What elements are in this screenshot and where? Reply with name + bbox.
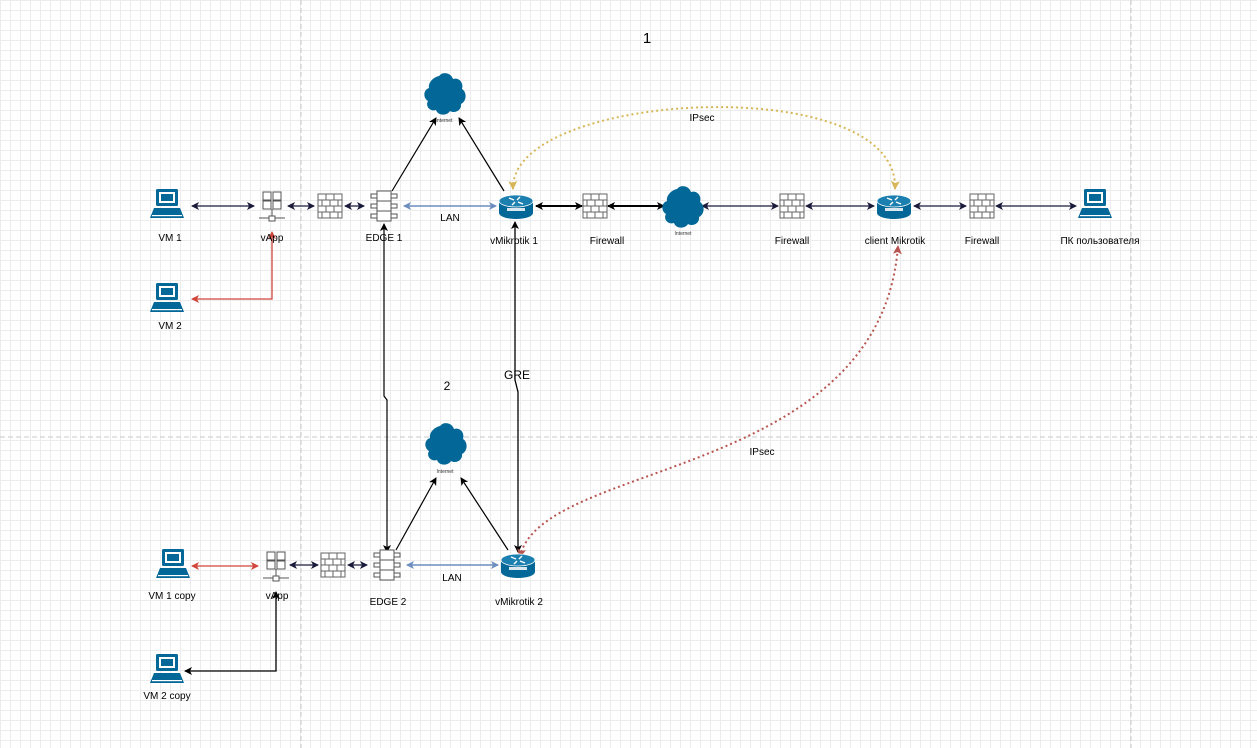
firewall-edge2-icon[interactable]: [320, 552, 346, 578]
links-section-2: [184, 477, 509, 675]
gre-label: GRE: [503, 368, 531, 382]
firewall-a-icon[interactable]: [582, 193, 608, 219]
internet-mid-label: Internet: [674, 231, 692, 237]
firewall-c-label: Firewall: [964, 236, 1000, 247]
internet-mid-cloud-icon[interactable]: [662, 186, 704, 228]
vm2-copy-label: VM 2 copy: [143, 691, 191, 702]
user-pc-icon[interactable]: [1078, 189, 1112, 218]
client-mikrotik-router-icon[interactable]: [876, 194, 912, 220]
firewall-edge1-icon[interactable]: [317, 193, 343, 219]
lan1-label: LAN: [440, 213, 460, 224]
internet-bottom-label: Internet: [436, 469, 454, 475]
vapp1-label: vApp: [260, 233, 284, 244]
vmikrotik2-label: vMikrotik 2: [495, 597, 543, 608]
user-pc-label: ПК пользователя: [1060, 236, 1140, 247]
edge2-gateway-icon[interactable]: [373, 549, 401, 581]
vapp2-switch-icon[interactable]: [262, 551, 290, 582]
vm1-copy-pc-icon[interactable]: [156, 549, 190, 578]
lan2-label: LAN: [442, 573, 462, 584]
vmikrotik2-router-icon[interactable]: [500, 553, 536, 579]
firewall-c-icon[interactable]: [969, 193, 995, 219]
client-mikrotik-label: client Mikrotik: [864, 236, 926, 247]
internet-top-label: Internet: [435, 118, 453, 124]
edge1-gateway-icon[interactable]: [370, 190, 398, 222]
ipsec-bottom-label: IPsec: [749, 447, 775, 458]
vmikrotik1-label: vMikrotik 1: [490, 236, 538, 247]
firewall-b-icon[interactable]: [779, 193, 805, 219]
ipsec-top-label: IPsec: [689, 113, 715, 124]
edge2-label: EDGE 2: [369, 597, 407, 608]
edge1-label: EDGE 1: [365, 233, 403, 244]
internet-top-cloud-icon[interactable]: [424, 73, 466, 115]
firewall-a-label: Firewall: [589, 236, 625, 247]
section-2-label: 2: [443, 379, 451, 393]
firewall-b-label: Firewall: [774, 236, 810, 247]
vm1-pc-icon[interactable]: [150, 189, 184, 218]
vapp1-switch-icon[interactable]: [258, 191, 286, 222]
vm2-copy-pc-icon[interactable]: [150, 654, 184, 683]
vm1-copy-label: VM 1 copy: [148, 591, 196, 602]
vm2-label: VM 2: [158, 321, 182, 332]
internet-bottom-cloud-icon[interactable]: [425, 423, 467, 465]
vm2-pc-icon[interactable]: [150, 283, 184, 312]
vmikrotik1-router-icon[interactable]: [498, 194, 534, 220]
section-1-label: 1: [642, 30, 652, 47]
vapp2-label: vApp: [265, 591, 289, 602]
links-section-1: [191, 106, 1077, 558]
vm1-label: VM 1: [158, 233, 182, 244]
